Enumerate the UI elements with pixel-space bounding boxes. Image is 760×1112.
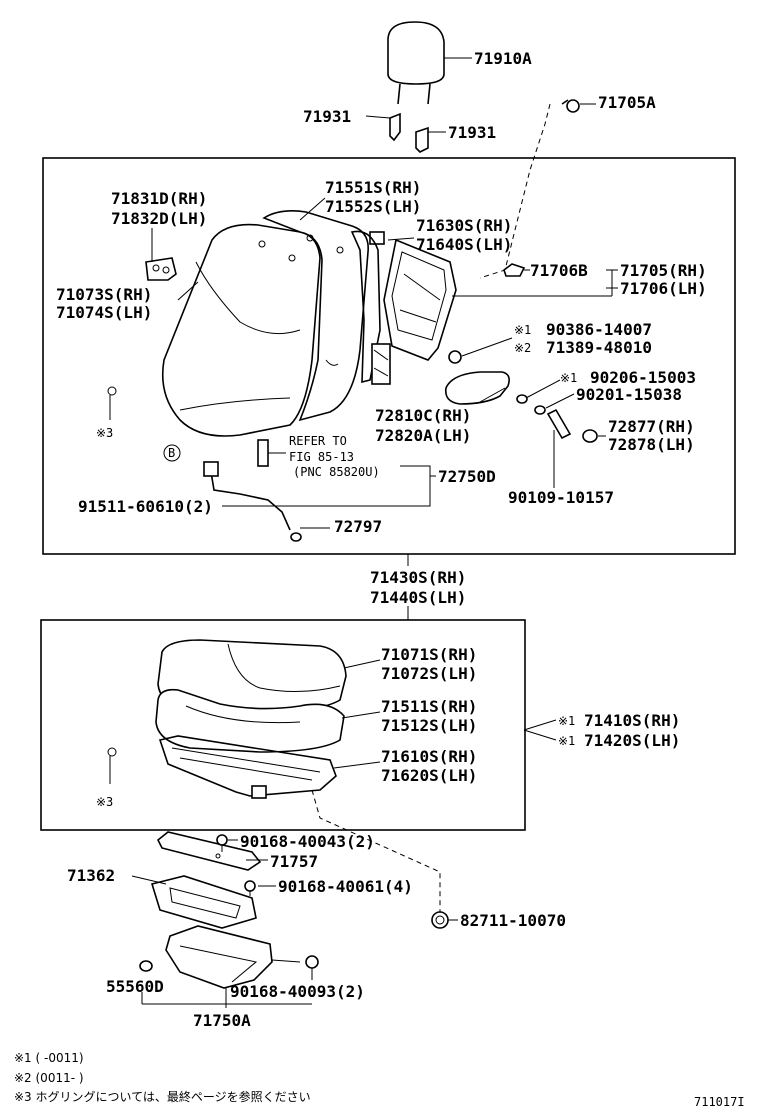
hog-ring-marker-lower — [107, 747, 117, 784]
headrest-guide-71931-left[interactable] — [389, 112, 401, 142]
label-71910A[interactable]: 71910A — [474, 49, 532, 68]
label-90206-15003[interactable]: 90206-15003 — [590, 368, 696, 387]
cover-71757[interactable] — [156, 831, 262, 871]
marker-note1-a: ※1 — [514, 323, 531, 337]
bolt-90168-40061[interactable] — [244, 880, 256, 896]
circle-b-label: B — [168, 446, 175, 460]
label-71620S[interactable]: 71620S(LH) — [381, 766, 477, 785]
label-90168-40093[interactable]: 90168-40093(2) — [230, 982, 365, 1001]
marker-note1-d: ※1 — [558, 734, 575, 748]
label-72877[interactable]: 72877(RH) — [608, 417, 695, 436]
label-71511S[interactable]: 71511S(RH) — [381, 697, 477, 716]
label-71832D[interactable]: 71832D(LH) — [111, 209, 207, 228]
hog-ring-marker-upper — [107, 386, 117, 420]
seat-cushion-frame-71610S[interactable] — [158, 735, 337, 799]
label-71630S[interactable]: 71630S(RH) — [416, 216, 512, 235]
recliner-cover-72810C[interactable] — [444, 371, 510, 405]
clip-82711[interactable] — [431, 911, 449, 929]
marker-note2-a: ※2 — [514, 341, 531, 355]
seatback-assembly-box — [42, 157, 736, 555]
tray-71750A[interactable] — [165, 925, 273, 989]
refer-line-2: FIG 85-13 — [289, 450, 354, 464]
label-55560D[interactable]: 55560D — [106, 977, 164, 996]
label-71931-right[interactable]: 71931 — [448, 123, 496, 142]
label-72797[interactable]: 72797 — [334, 517, 382, 536]
seatback-cover-71071[interactable] — [161, 223, 321, 437]
label-71640S[interactable]: 71640S(LH) — [416, 235, 512, 254]
washer-90201[interactable] — [534, 405, 546, 415]
headrest-71910A[interactable] — [387, 21, 445, 105]
wire-harness-72750D[interactable] — [163, 439, 302, 542]
refer-line-1: REFER TO — [289, 434, 347, 448]
seat-cushion-cover-71071S[interactable] — [157, 639, 347, 713]
label-72810C[interactable]: 72810C(RH) — [375, 406, 471, 425]
clip-71705A[interactable] — [561, 99, 580, 113]
label-72750D[interactable]: 72750D — [438, 467, 496, 486]
label-71706[interactable]: 71706(LH) — [620, 279, 707, 298]
label-71420S[interactable]: 71420S(LH) — [584, 731, 680, 750]
label-71705[interactable]: 71705(RH) — [620, 261, 707, 280]
marker-note3-a: ※3 — [96, 426, 113, 440]
bolt-90109[interactable] — [546, 408, 572, 440]
footnote-2: ※2 (0011- ) — [14, 1071, 84, 1085]
leader-lines-lower — [333, 606, 557, 769]
bracket-71362[interactable] — [150, 875, 257, 929]
diagram-id: 711017I — [694, 1095, 745, 1109]
bolt-90168-40043[interactable] — [216, 834, 228, 852]
headrest-guide-71931-right[interactable] — [415, 126, 429, 153]
label-71362[interactable]: 71362 — [67, 866, 115, 885]
label-71610S[interactable]: 71610S(RH) — [381, 747, 477, 766]
label-71931-left[interactable]: 71931 — [303, 107, 351, 126]
label-71440S[interactable]: 71440S(LH) — [370, 588, 466, 607]
recliner-mechanism[interactable] — [350, 230, 391, 385]
label-71389-48010[interactable]: 71389-48010 — [546, 338, 652, 357]
seatback-pad-71551S[interactable] — [262, 210, 369, 422]
marker-note3-b: ※3 — [96, 795, 113, 809]
label-71072S[interactable]: 71072S(LH) — [381, 664, 477, 683]
label-90386-14007[interactable]: 90386-14007 — [546, 320, 652, 339]
label-91511-60610[interactable]: 91511-60610(2) — [78, 497, 213, 516]
label-90168-40043[interactable]: 90168-40043(2) — [240, 832, 375, 851]
seat-cushion-pad-71511S[interactable] — [155, 688, 345, 753]
label-71750A[interactable]: 71750A — [193, 1011, 251, 1030]
refer-line-3: (PNC 85820U) — [293, 465, 380, 479]
marker-note1-b: ※1 — [560, 371, 577, 385]
washer-90206[interactable] — [516, 394, 528, 404]
label-71430S[interactable]: 71430S(RH) — [370, 568, 466, 587]
label-71074S[interactable]: 71074S(LH) — [56, 303, 152, 322]
footnote-3: ※3 ホグリングについては、最終ページを参照ください — [14, 1089, 311, 1104]
label-71551S[interactable]: 71551S(RH) — [325, 178, 421, 197]
label-71552S[interactable]: 71552S(LH) — [325, 197, 421, 216]
label-71071S[interactable]: 71071S(RH) — [381, 645, 477, 664]
bolt-90168-40093[interactable] — [305, 955, 319, 969]
label-71831D[interactable]: 71831D(RH) — [111, 189, 207, 208]
bracket-71831D[interactable] — [145, 257, 177, 281]
leader-lines-bottom — [131, 839, 458, 1008]
clip-71706B[interactable] — [503, 263, 526, 277]
clip-55560D[interactable] — [139, 960, 153, 972]
label-90109-10157[interactable]: 90109-10157 — [508, 488, 614, 507]
footnote-1: ※1 ( -0011) — [14, 1051, 84, 1065]
label-71705A[interactable]: 71705A — [598, 93, 656, 112]
label-72878[interactable]: 72878(LH) — [608, 435, 695, 454]
label-71706B[interactable]: 71706B — [530, 261, 588, 280]
label-71410S[interactable]: 71410S(RH) — [584, 711, 680, 730]
label-90168-40061[interactable]: 90168-40061(4) — [278, 877, 413, 896]
leader-lines-upper — [151, 57, 618, 566]
seatback-frame-71630S[interactable] — [369, 231, 457, 361]
knob-72877[interactable] — [582, 429, 598, 443]
label-82711-10070[interactable]: 82711-10070 — [460, 911, 566, 930]
nut-90386[interactable] — [448, 350, 462, 364]
label-90201-15038[interactable]: 90201-15038 — [576, 385, 682, 404]
seat-cushion-assembly-box — [40, 619, 526, 831]
label-71512S[interactable]: 71512S(LH) — [381, 716, 477, 735]
label-71757[interactable]: 71757 — [270, 852, 318, 871]
label-71073S[interactable]: 71073S(RH) — [56, 285, 152, 304]
label-72820A[interactable]: 72820A(LH) — [375, 426, 471, 445]
marker-note1-c: ※1 — [558, 714, 575, 728]
